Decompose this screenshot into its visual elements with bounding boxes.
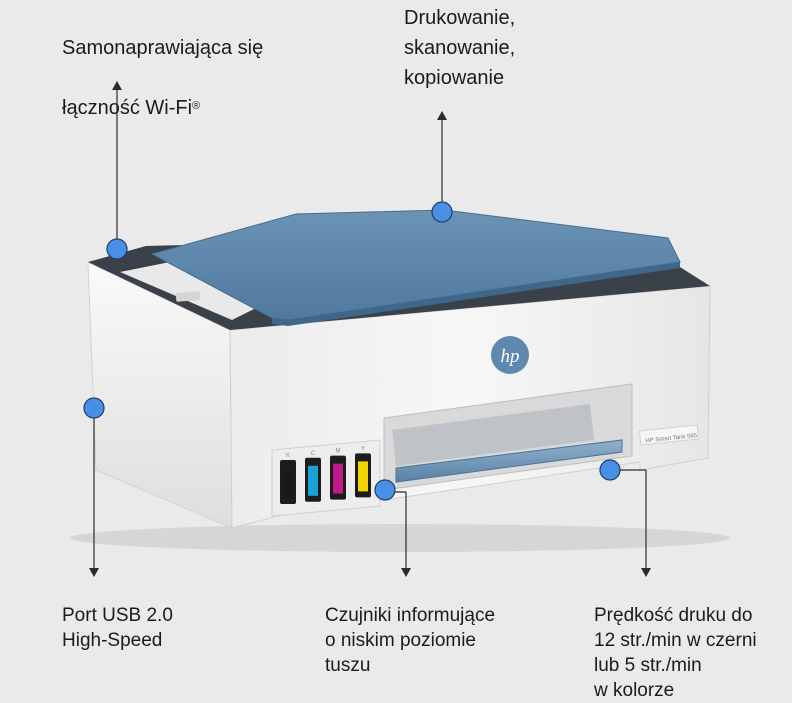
ink-level-k: [283, 468, 293, 498]
control-panel: [120, 262, 256, 320]
callout-lines: [93, 82, 647, 574]
ink-tank-label-y: Y: [361, 446, 365, 452]
marker-sensor: [374, 479, 396, 501]
callout-print-scan-copy: Drukowanie, skanowanie, kopiowanie: [404, 7, 516, 89]
marker-usb: [83, 397, 105, 419]
control-panel-screen: [175, 291, 201, 302]
arrow-down-speed: [641, 568, 651, 577]
registered-mark: ®: [192, 100, 201, 112]
ink-level-y: [358, 461, 368, 492]
hp-logo: [491, 336, 529, 374]
marker-print: [431, 201, 453, 223]
model-label-box: [638, 424, 700, 446]
callout-usb-port: Port USB 2.0 High-Speed: [62, 605, 173, 651]
callout-arrowheads: [89, 81, 651, 577]
ink-tank-label-m: M: [336, 449, 341, 455]
arrow-up-print: [437, 111, 447, 120]
callout-print-speed: Prędkość druku do 12 str./min w czerni l…: [594, 605, 757, 701]
floor-shadow: [70, 524, 730, 552]
marker-speed: [599, 459, 621, 481]
scanner-lid-edge: [272, 262, 680, 326]
callout-wifi: Samonaprawiająca się łączność Wi-Fi®: [62, 3, 362, 123]
callout-wifi-line1: Samonaprawiająca się: [62, 37, 264, 59]
ink-level-m: [333, 463, 343, 494]
ink-tank-label-k: K: [286, 453, 290, 459]
ink-tank-label-c: C: [311, 451, 316, 457]
callout-ink-sensors: Czujniki informujące o niskim poziomie t…: [325, 605, 496, 676]
arrow-down-sensor: [401, 568, 411, 577]
arrow-up-wifi: [112, 81, 122, 90]
arrow-down-usb: [89, 568, 99, 577]
callout-wifi-line2: łączność Wi-Fi: [62, 97, 193, 119]
marker-wifi: [106, 238, 128, 260]
ink-tank-panel: [271, 439, 381, 517]
ink-level-c: [308, 465, 318, 496]
model-name: HP Smart Tank 585: [645, 433, 698, 444]
callout-markers: [83, 201, 621, 501]
output-tray: [395, 439, 623, 483]
hp-logo-text: hp: [501, 346, 520, 367]
ink-tanks: K C M Y: [280, 446, 371, 504]
paper-path-interior: [392, 404, 594, 466]
